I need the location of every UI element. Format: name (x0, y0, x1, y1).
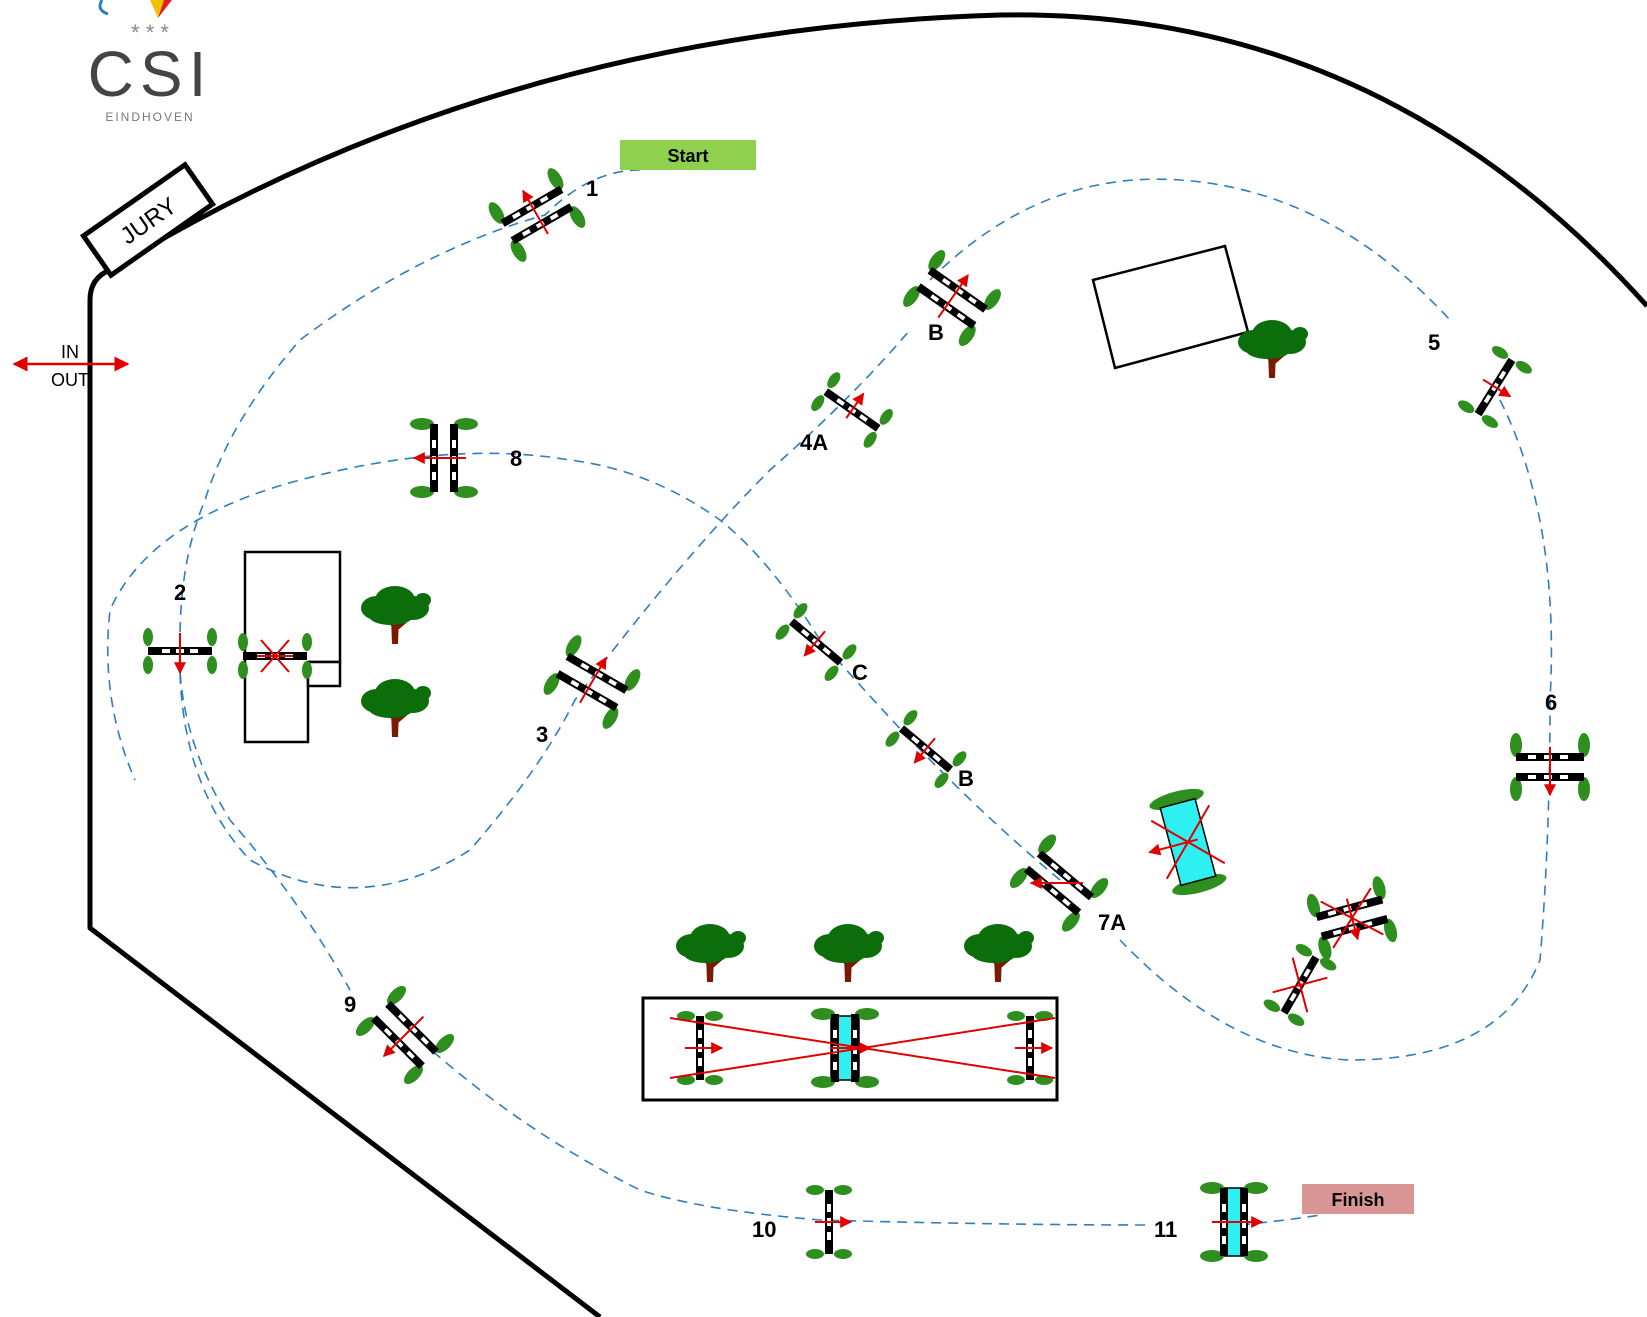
obstacle-10 (806, 1185, 853, 1259)
obstacle-9 (352, 982, 458, 1088)
obstacle-11 (1200, 1182, 1268, 1262)
label-4a: 4A (800, 430, 828, 455)
start-label: Start (667, 146, 708, 166)
label-7a: 7A (1098, 910, 1126, 935)
obstacle-8 (410, 418, 478, 498)
label-7c: C (852, 660, 868, 685)
tree-icon (962, 922, 1036, 984)
obstacle-7a (1006, 831, 1112, 935)
building-left (243, 550, 342, 744)
label-9: 9 (344, 992, 356, 1017)
jury-box: JURY (79, 161, 217, 279)
label-2: 2 (174, 580, 186, 605)
obstacle-unused-vertical (1261, 941, 1339, 1029)
obstacle-1 (485, 165, 589, 265)
in-label: IN (61, 342, 79, 362)
tree-icon (674, 922, 748, 984)
tree-icon (359, 584, 433, 646)
in-out-gate: IN OUT (12, 342, 130, 390)
logo-title: CSI (88, 38, 213, 110)
label-5: 5 (1428, 330, 1440, 355)
warmup-jumps (669, 1008, 1056, 1088)
csi-logo: * * * CSI EINDHOVEN (88, 0, 213, 124)
obstacle-3 (540, 632, 644, 732)
obstacle-7b (882, 707, 970, 791)
obstacle-unused-water (1148, 788, 1227, 896)
label-11: 11 (1154, 1217, 1177, 1242)
label-7b: B (958, 766, 974, 791)
obstacle-4a (808, 369, 896, 451)
tree-icon (812, 922, 886, 984)
label-4b: B (928, 320, 944, 345)
label-10: 10 (752, 1217, 776, 1242)
label-1: 1 (586, 176, 598, 201)
obstacle-4b (899, 247, 1005, 349)
out-label: OUT (51, 370, 89, 390)
finish-label: Finish (1332, 1190, 1385, 1210)
obstacle-7c (772, 600, 860, 684)
logo-subtitle: EINDHOVEN (105, 110, 194, 124)
building-top-right (1091, 244, 1250, 370)
obstacle-unused (238, 633, 312, 679)
obstacle-unused-oxer (1304, 874, 1400, 962)
obstacle-2 (143, 628, 217, 675)
obstacle-5 (1455, 343, 1535, 431)
obstacle-6 (1510, 733, 1590, 801)
label-6: 6 (1545, 690, 1557, 715)
logo-stars: * * * (131, 20, 169, 45)
label-8: 8 (510, 446, 522, 471)
finish-marker: Finish (1302, 1184, 1414, 1214)
start-marker: Start (620, 140, 756, 170)
tree-icon (359, 677, 433, 739)
label-3: 3 (536, 722, 548, 747)
tree-icon (1236, 318, 1310, 380)
building-left-annex (306, 660, 342, 688)
